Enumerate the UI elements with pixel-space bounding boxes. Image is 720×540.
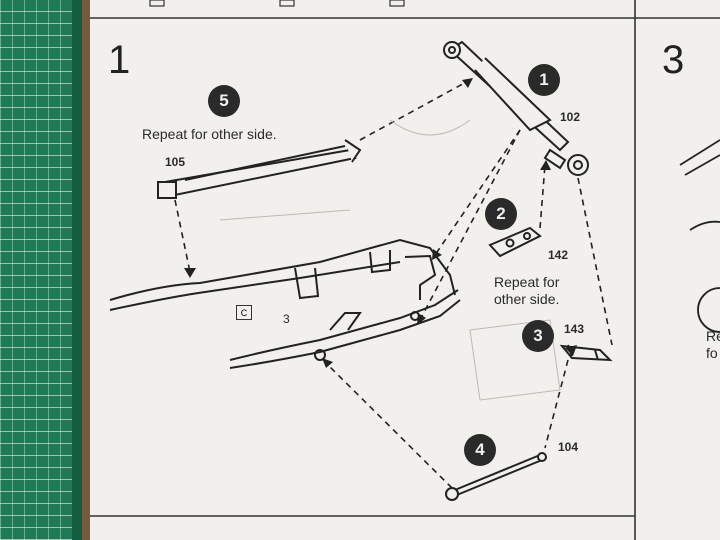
callout-badge-2: 2 xyxy=(485,198,517,230)
next-panel-note-line1: Re xyxy=(706,328,720,344)
repeat-note-mid-line2: other side. xyxy=(494,291,560,307)
repeat-note-mid-line1: Repeat for xyxy=(494,274,560,290)
callout-badge-4: 4 xyxy=(464,434,496,466)
part-number-142: 142 xyxy=(548,248,569,262)
cutting-mat-edge xyxy=(72,0,82,540)
show-through-lines xyxy=(219,119,561,401)
part-102-axle xyxy=(443,40,589,176)
frame-rail xyxy=(109,238,461,369)
callout-badge-5: 5 xyxy=(208,85,240,117)
instruction-sheet: 1 3 1 102 2 142 3 143 4 104 5 105 Repeat… xyxy=(90,0,720,540)
part-142-bracket xyxy=(488,226,542,258)
part-105-arm xyxy=(157,139,362,199)
callout-badge-1: 1 xyxy=(528,64,560,96)
part-number-104: 104 xyxy=(558,440,579,454)
frame-part-number: 3 xyxy=(283,312,290,326)
leader-arrowheads xyxy=(184,78,577,368)
legend-remnants xyxy=(149,0,405,7)
step-number-main: 1 xyxy=(108,38,131,82)
next-panel-note-line2: fo xyxy=(706,345,718,361)
cutting-mat xyxy=(0,0,82,540)
part-number-102: 102 xyxy=(560,110,581,124)
part-number-105: 105 xyxy=(165,155,186,169)
assembly-diagram xyxy=(90,0,720,540)
part-104-rod xyxy=(445,452,547,501)
part-number-143: 143 xyxy=(564,322,585,336)
leader-lines xyxy=(174,79,613,489)
frame-material-tag: C xyxy=(236,305,252,320)
repeat-note-top: Repeat for other side. xyxy=(142,126,277,142)
next-panel-fragments xyxy=(679,139,720,333)
step-number-next: 3 xyxy=(662,38,685,82)
callout-badge-3: 3 xyxy=(522,320,554,352)
